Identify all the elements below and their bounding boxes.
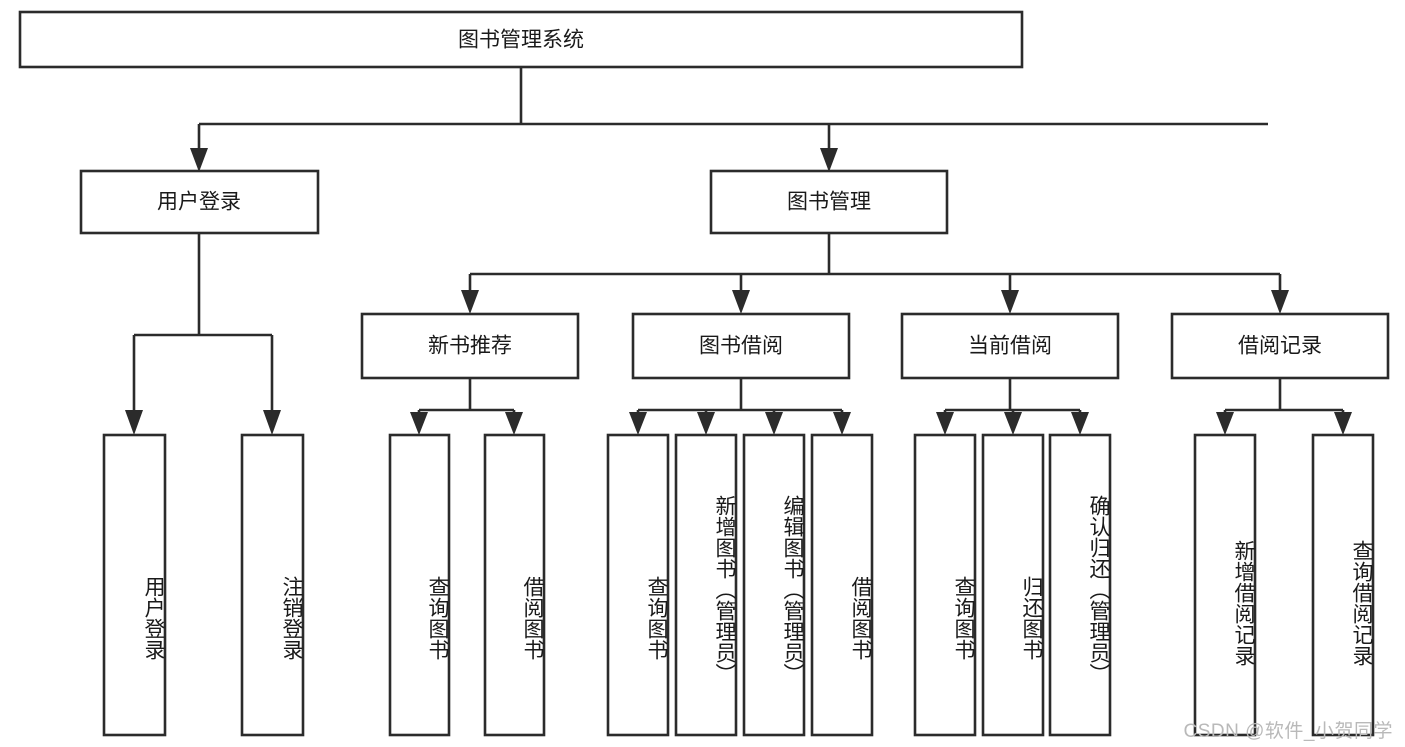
- node-book-borrow[interactable]: 图书借阅: [631, 312, 851, 380]
- node-leaf-query-book-3[interactable]: [913, 433, 977, 737]
- node-current-borrow[interactable]: 当前借阅: [900, 312, 1120, 380]
- connector-bookborrow-to-leaves: [629, 378, 851, 435]
- node-leaf-add-book[interactable]: [674, 433, 738, 737]
- node-user-login[interactable]: 用户登录: [79, 169, 320, 235]
- node-borrow-record-label: 借阅记录: [1238, 335, 1322, 358]
- csdn-watermark: CSDN @软件_小贺同学: [1183, 721, 1393, 742]
- node-leaf-borrow-book-2[interactable]: [810, 433, 874, 737]
- node-new-book-recommend-label: 新书推荐: [428, 335, 512, 358]
- node-leaf-add-record[interactable]: [1193, 433, 1257, 737]
- node-leaf-logout[interactable]: [240, 433, 305, 737]
- connector-borrowrecord-to-leaves: [1216, 378, 1352, 435]
- node-leaf-query-book-1[interactable]: [388, 433, 451, 737]
- connector-bookmgmt-to-level2: [461, 233, 1289, 314]
- connector-currentborrow-to-leaves: [936, 378, 1089, 435]
- node-system-title[interactable]: 图书管理系统: [18, 10, 1024, 69]
- node-new-book-recommend[interactable]: 新书推荐: [360, 312, 580, 380]
- node-book-management[interactable]: 图书管理: [709, 169, 949, 235]
- node-leaf-user-login[interactable]: [102, 433, 167, 737]
- node-user-login-label: 用户登录: [157, 191, 241, 214]
- node-leaf-query-book-2[interactable]: [606, 433, 670, 737]
- node-leaf-borrow-book-1[interactable]: [483, 433, 546, 737]
- node-leaf-return-book[interactable]: [981, 433, 1045, 737]
- connector-userlogin-to-leaves: [125, 233, 281, 435]
- node-system-title-label: 图书管理系统: [458, 29, 584, 52]
- node-book-management-label: 图书管理: [787, 191, 871, 214]
- node-leaf-confirm-return[interactable]: [1048, 433, 1112, 737]
- node-current-borrow-label: 当前借阅: [968, 335, 1052, 358]
- node-leaf-edit-book[interactable]: [742, 433, 806, 737]
- connector-newbook-to-leaves: [410, 378, 523, 435]
- node-leaf-query-record[interactable]: [1311, 433, 1375, 737]
- node-borrow-record[interactable]: 借阅记录: [1170, 312, 1390, 380]
- connector-root-to-level1: [190, 67, 1268, 172]
- node-book-borrow-label: 图书借阅: [699, 335, 783, 358]
